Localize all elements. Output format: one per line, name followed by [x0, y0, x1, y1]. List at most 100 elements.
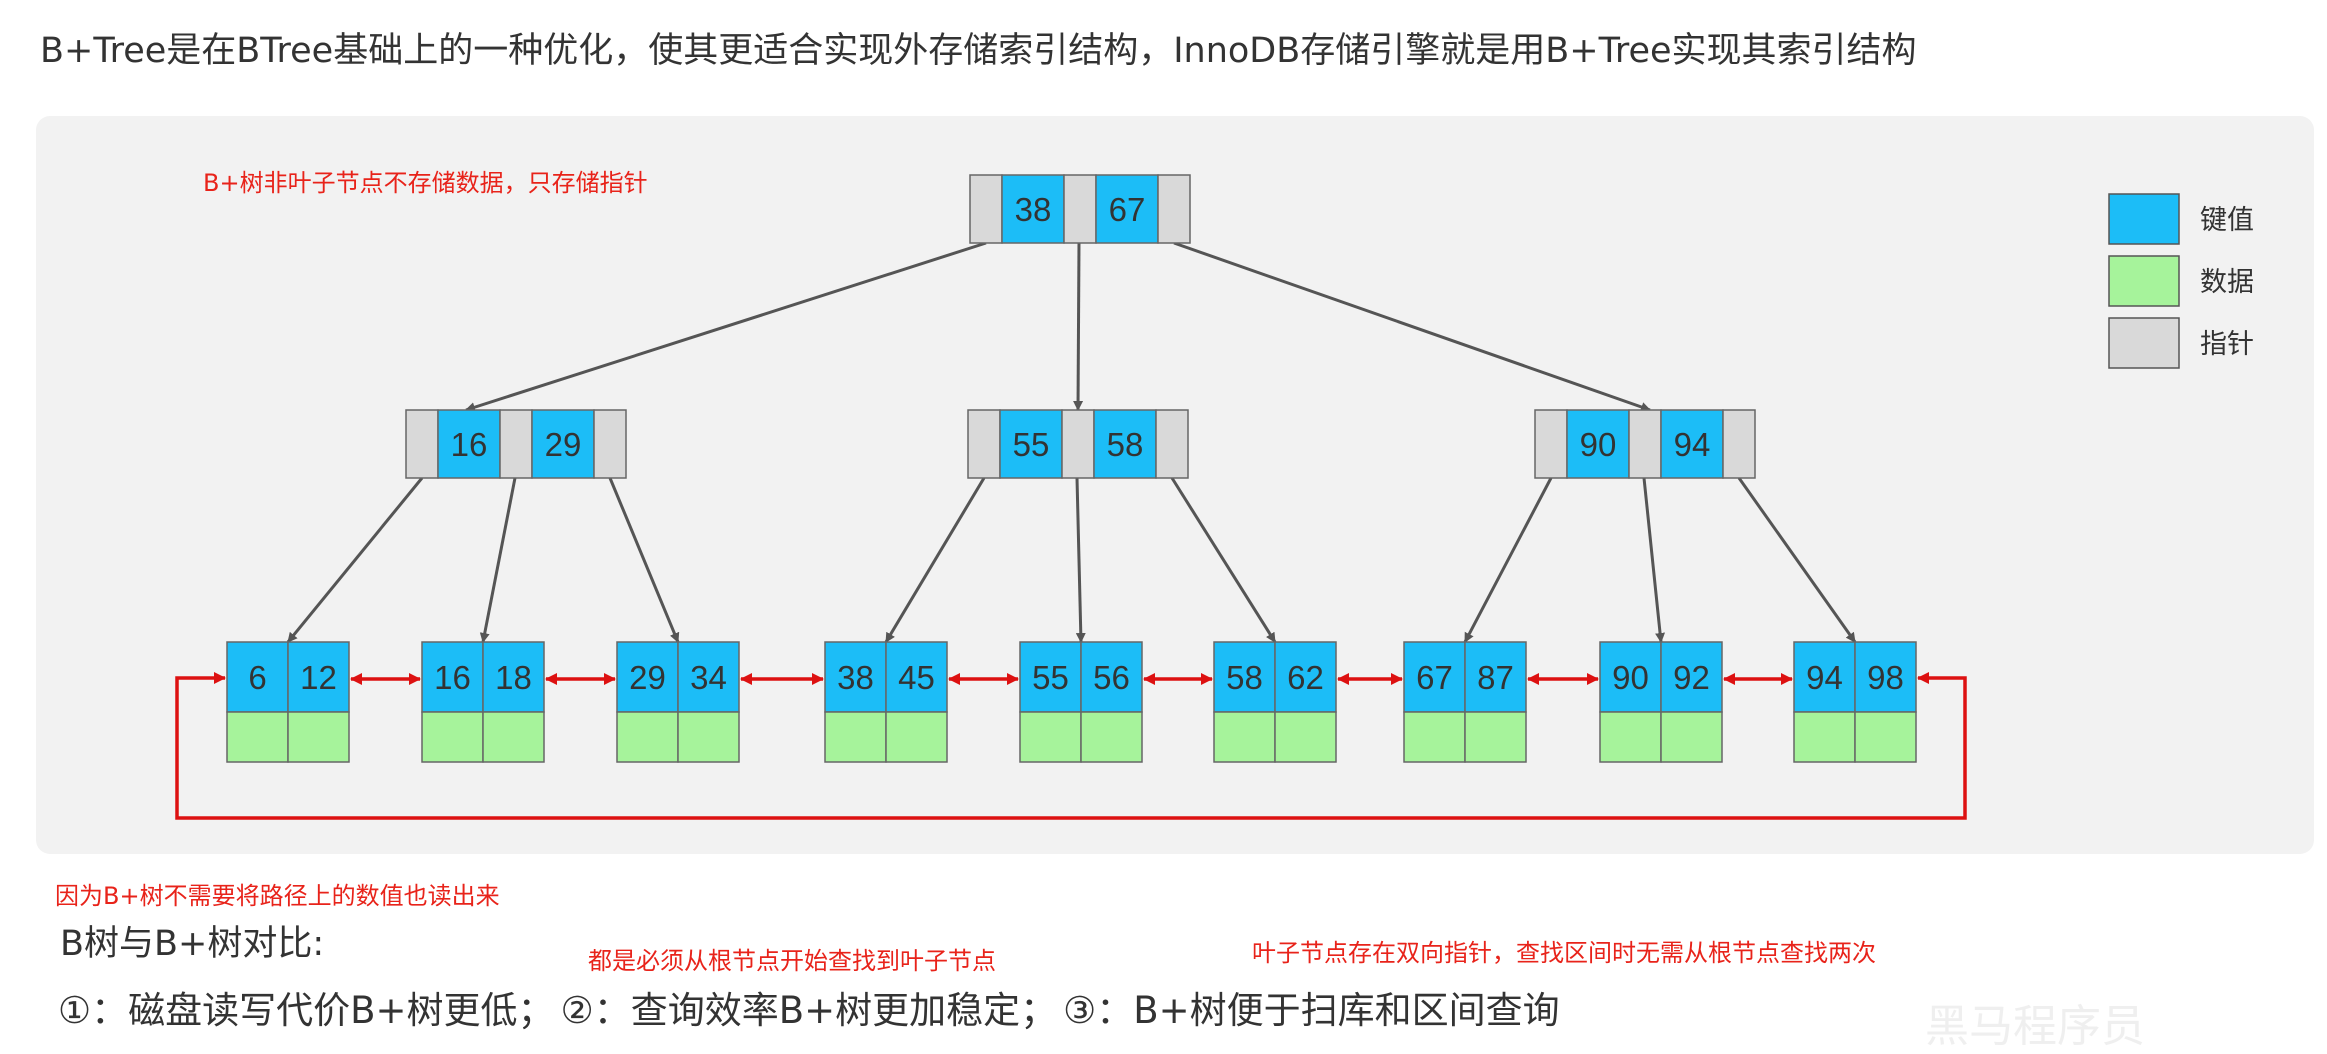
key-label: 94	[1674, 426, 1711, 463]
data-cell	[616, 711, 679, 763]
read-note: 因为B+树不需要将路径上的数值也读出来	[55, 882, 500, 910]
tree-edge	[1075, 477, 1086, 643]
key-cell	[999, 409, 1063, 479]
key-label: 67	[1416, 659, 1453, 696]
pointer-cell	[967, 409, 1001, 479]
tree-edge	[608, 477, 680, 643]
page-title: B+Tree是在BTree基础上的一种优化，使其更适合实现外存储索引结构，Inn…	[40, 31, 1917, 71]
data-cell	[885, 711, 948, 763]
leaf-links	[175, 672, 1967, 820]
key-label: 29	[629, 659, 666, 696]
key-cell	[437, 409, 501, 479]
legend-swatch	[2108, 317, 2180, 369]
data-cell	[482, 711, 545, 763]
key-label: 55	[1013, 426, 1050, 463]
key-cell	[1660, 409, 1724, 479]
key-label: 62	[1287, 659, 1324, 696]
internal-node: 55 58	[967, 409, 1189, 479]
key-label: 55	[1032, 659, 1069, 696]
pointer-cell	[499, 409, 533, 479]
key-label: 87	[1477, 659, 1514, 696]
comparison-point: ③：B+树便于扫库和区间查询	[1063, 989, 1560, 1032]
data-cell	[1599, 711, 1662, 763]
tree-edge	[1463, 477, 1553, 643]
key-cell	[531, 409, 595, 479]
leaf-node: 55 56	[1019, 641, 1143, 763]
tree-edge	[1737, 477, 1857, 643]
key-label: 18	[495, 659, 532, 696]
key-label: 90	[1612, 659, 1649, 696]
pointer-cell	[1157, 174, 1191, 244]
data-cell	[1019, 711, 1082, 763]
data-cell	[1854, 711, 1917, 763]
legend-label: 键值	[2200, 205, 2254, 236]
key-label: 38	[1015, 191, 1052, 228]
pointer-cell	[405, 409, 439, 479]
pointer-cell	[1155, 409, 1189, 479]
key-label: 94	[1806, 659, 1843, 696]
data-cell	[1274, 711, 1337, 763]
tree-edge	[1173, 241, 1651, 412]
key-label: 12	[300, 659, 337, 696]
legend-swatch	[2108, 255, 2180, 307]
key-label: 45	[898, 659, 935, 696]
root-node: 38 67	[969, 174, 1191, 244]
legend-swatch	[2108, 193, 2180, 245]
key-label: 16	[434, 659, 471, 696]
tree-edge	[1170, 477, 1277, 643]
tree-edge	[465, 241, 987, 413]
key-label: 90	[1580, 426, 1617, 463]
tree-edge	[1642, 477, 1666, 643]
key-label: 29	[545, 426, 582, 463]
comparison-points: ①：磁盘读写代价B+树更低；②：查询效率B+树更加稳定；③：B+树便于扫库和区间…	[58, 980, 1566, 1034]
data-cell	[1660, 711, 1723, 763]
leaf-node: 67 87	[1403, 641, 1527, 763]
data-cell	[1464, 711, 1527, 763]
key-label: 58	[1107, 426, 1144, 463]
watermark: 黑马程序员	[1925, 1001, 2145, 1052]
key-label: 92	[1673, 659, 1710, 696]
legend-label: 数据	[2200, 267, 2254, 298]
wrap-link	[175, 672, 1967, 820]
key-label: 67	[1109, 191, 1146, 228]
internal-node: 90 94	[1534, 409, 1756, 479]
data-cell	[677, 711, 740, 763]
data-cell	[226, 711, 289, 763]
tree-edge	[286, 477, 424, 643]
tree-edge	[479, 477, 517, 643]
leaf-node: 38 45	[824, 641, 948, 763]
pointer-cell	[969, 174, 1003, 244]
data-cell	[1403, 711, 1466, 763]
legend-label: 指针	[2200, 329, 2254, 360]
data-cell	[1793, 711, 1856, 763]
range-note: 叶子节点存在双向指针，查找区间时无需从根节点查找两次	[1252, 939, 1876, 967]
key-label: 56	[1093, 659, 1130, 696]
data-cell	[1213, 711, 1276, 763]
leaf-node: 90 92	[1599, 641, 1723, 763]
key-label: 16	[451, 426, 488, 463]
pointer-cell	[1722, 409, 1756, 479]
key-cell	[1001, 174, 1065, 244]
tree-edge	[884, 477, 986, 643]
key-label: 6	[248, 659, 266, 696]
data-cell	[1080, 711, 1143, 763]
pointer-cell	[1061, 409, 1095, 479]
leaf-node: 6 12	[226, 641, 350, 763]
key-cell	[1093, 409, 1157, 479]
tree-edges	[286, 241, 1857, 643]
key-label: 98	[1867, 659, 1904, 696]
data-cell	[287, 711, 350, 763]
root-note: 都是必须从根节点开始查找到叶子节点	[588, 947, 996, 975]
key-label: 38	[837, 659, 874, 696]
data-cell	[824, 711, 887, 763]
tree-edge	[1073, 242, 1084, 411]
pointer-cell	[1063, 174, 1097, 244]
comparison-point: ①：磁盘读写代价B+树更低；	[58, 989, 555, 1032]
